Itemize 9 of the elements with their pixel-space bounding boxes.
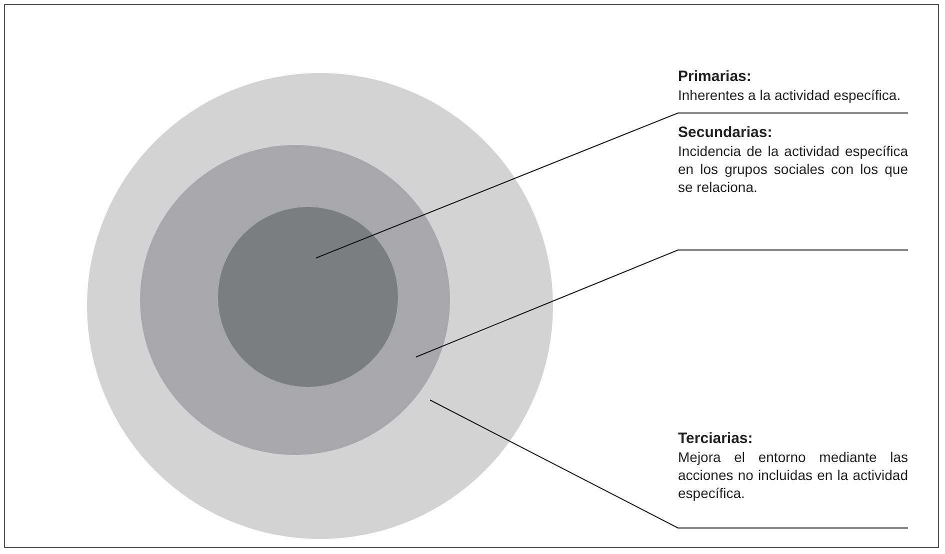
category-heading: Secundarias: [678,124,774,142]
category-heading: Terciarias: [678,430,754,448]
leader-line [416,250,908,358]
category-description: Incidencia de la actividad específica en los grupos sociales con los que se relaciona. [678,142,908,196]
category-description: Mejora el entorno mediante las acciones no incluidas en la actividad específica. [678,448,908,502]
category-heading: Primarias: [678,68,752,86]
category-description: Inherentes a la actividad específica. [678,86,902,104]
leader-line [430,400,908,528]
leader-line [316,112,908,258]
